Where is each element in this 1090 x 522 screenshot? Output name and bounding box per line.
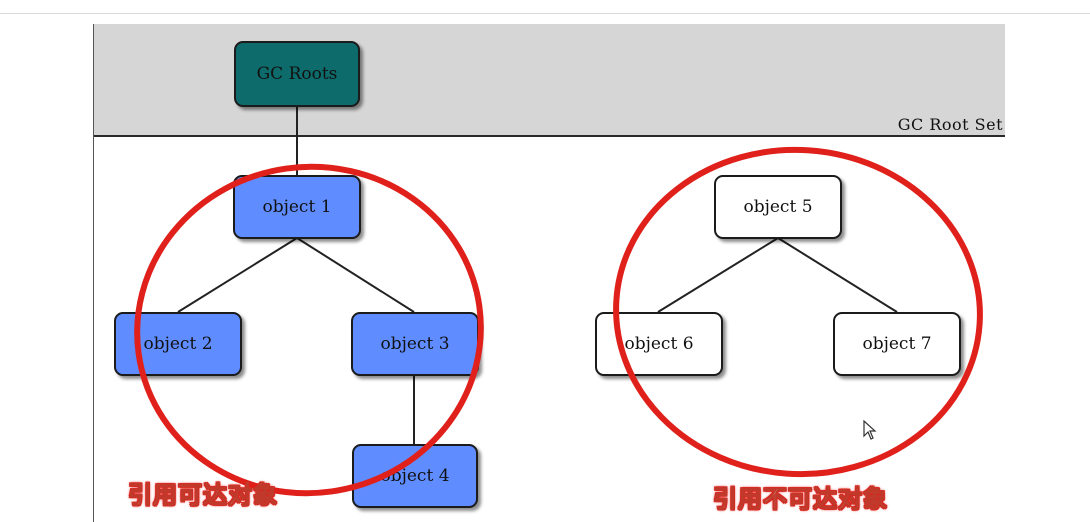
unreachable-objects-caption: 引用不可达对象 — [713, 485, 888, 514]
reachable-objects-caption: 引用可达对象 — [128, 481, 278, 510]
object7-node: object 7 — [833, 312, 961, 376]
unreachable-highlight-circle — [613, 146, 983, 478]
diagram-panel: GC Root Set — [93, 24, 1005, 522]
gc-root-set-label: GC Root Set — [897, 115, 1003, 134]
edge-object5-object7 — [777, 237, 898, 313]
object5-node: object 5 — [714, 175, 842, 239]
object6-node: object 6 — [595, 312, 723, 376]
panel-left-border — [93, 24, 94, 522]
edge-object5-object6 — [657, 237, 779, 313]
top-divider — [0, 13, 1090, 14]
reachable-highlight-circle — [134, 163, 484, 497]
mouse-cursor-icon — [863, 420, 877, 440]
gc-roots-node: GC Roots — [234, 41, 360, 107]
object1-node: object 1 — [233, 175, 361, 239]
gc-root-set-boundary — [93, 135, 1005, 137]
object3-node: object 3 — [351, 312, 479, 376]
edge-object1-object3 — [296, 237, 415, 313]
edge-object1-object2 — [177, 237, 298, 313]
